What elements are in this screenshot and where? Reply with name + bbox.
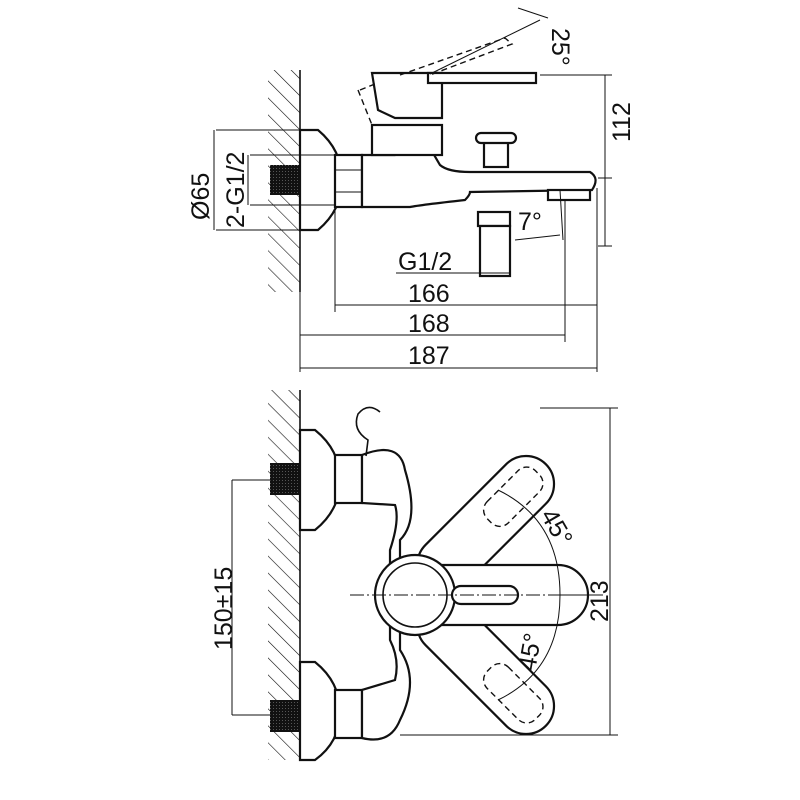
aerator	[546, 188, 592, 202]
label-height-213: 213	[586, 580, 614, 622]
shower-outlet-thread	[478, 224, 512, 278]
nut-lower	[333, 688, 364, 740]
inlet-fitting-lower	[270, 700, 300, 732]
label-flange-diameter: Ø65	[187, 173, 215, 220]
diverter-knob	[474, 131, 518, 145]
label-inlet-spacing: 150±15	[210, 567, 238, 650]
nut-upper	[333, 453, 364, 505]
label-inlet-thread: 2-G1/2	[222, 152, 250, 228]
label-lever-angle: 25°	[546, 28, 574, 66]
inlet-fitting-upper	[270, 463, 300, 495]
lever-handle	[426, 71, 538, 85]
side-view: 25° 112 Ø65 2-G1/2 7° G1/2 166 168 187	[187, 7, 636, 372]
body-front	[360, 448, 413, 741]
lever-raised-outline	[357, 37, 514, 126]
shower-outlet	[476, 210, 512, 228]
label-handle-angle-up: 45°	[535, 504, 578, 551]
label-length-168: 168	[408, 310, 450, 338]
label-length-166: 166	[408, 280, 450, 308]
label-handle-angle-down: 45°	[513, 631, 547, 673]
cartridge-collar	[370, 123, 444, 157]
label-length-187: 187	[408, 342, 450, 370]
shower-hook	[355, 406, 381, 457]
inlet-fitting	[270, 165, 300, 195]
label-spout-angle: 7°	[518, 208, 542, 236]
label-outlet-thread: G1/2	[398, 248, 452, 276]
label-height-112: 112	[608, 102, 636, 142]
nut	[333, 153, 364, 209]
diverter-stem	[482, 140, 510, 169]
front-view: 150±15 45° 45° 213	[210, 390, 618, 762]
wall-hatch-bottom	[268, 390, 300, 760]
